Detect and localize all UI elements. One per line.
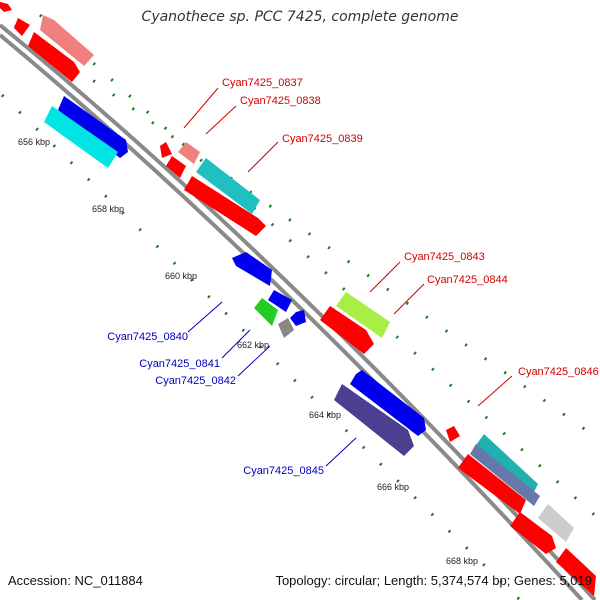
tick-label: 658 kbp (92, 204, 124, 214)
gene-label: Cyan7425_0842 (155, 375, 236, 387)
tick-labels: 656 kbp 658 kbp 660 kbp 662 kbp 664 kbp … (18, 137, 478, 566)
leader-line (205, 105, 237, 135)
gene-label: Cyan7425_0845 (243, 465, 324, 477)
gene-arrow (268, 290, 292, 312)
tick-label: 666 kbp (377, 482, 409, 492)
gene-arrow (510, 512, 556, 554)
reverse-gene-labels: Cyan7425_0840 Cyan7425_0841 Cyan7425_084… (107, 331, 324, 477)
leader-line (221, 329, 251, 359)
gene-label: Cyan7425_0838 (240, 95, 321, 107)
forward-gene-labels: Cyan7425_0837 Cyan7425_0838 Cyan7425_083… (222, 77, 599, 378)
gene-arrow (166, 156, 186, 178)
leader-line (369, 261, 401, 293)
gene-arrow (278, 318, 294, 338)
leader-line (325, 437, 357, 467)
map-title: Cyanothece sp. PCC 7425, complete genome (141, 9, 459, 25)
gene-label: Cyan7425_0839 (282, 133, 363, 145)
gene-arrow (336, 292, 390, 338)
gene-arrow (458, 454, 526, 514)
tick-label: 664 kbp (309, 410, 341, 420)
gene-arrow (320, 306, 374, 354)
gene-label: Cyan7425_0840 (107, 331, 188, 343)
genome-summary: Topology: circular; Length: 5,374,574 bp… (275, 573, 592, 588)
leader-line (247, 141, 279, 173)
gene-arrow (58, 96, 128, 158)
gene-arrow (160, 142, 172, 158)
gene-arrow (28, 32, 80, 82)
gene-arrow (254, 298, 278, 326)
gene-arrow (178, 142, 200, 164)
gene-arrow (446, 426, 460, 442)
reverse-genes (44, 96, 426, 456)
gene-arrow (350, 370, 426, 436)
gene-arrow (14, 18, 30, 36)
gene-arrow (556, 548, 596, 596)
gene-arrow (40, 15, 94, 66)
leader-line (237, 345, 271, 377)
leader-line (477, 375, 513, 407)
leader-line (187, 301, 223, 333)
guide-tracks (0, 13, 600, 600)
gene-label: Cyan7425_0841 (139, 358, 220, 370)
gene-arrow (184, 176, 266, 236)
gene-arrow (470, 444, 540, 506)
tick-label: 668 kbp (446, 556, 478, 566)
gene-arrow (44, 106, 118, 168)
gene-label: Cyan7425_0837 (222, 77, 303, 89)
gene-label: Cyan7425_0844 (427, 274, 508, 286)
leader-line (393, 283, 425, 315)
gene-arrow (538, 504, 574, 542)
tick-label: 660 kbp (165, 271, 197, 281)
tick-label: 656 kbp (18, 137, 50, 147)
gene-arrow (334, 384, 414, 456)
gene-label: Cyan7425_0843 (404, 251, 485, 263)
accession-label: Accession: NC_011884 (8, 573, 143, 588)
gene-label: Cyan7425_0846 (518, 366, 599, 378)
leader-line (183, 87, 219, 129)
tick-label: 662 kbp (237, 340, 269, 350)
gene-arrow (290, 310, 306, 326)
gene-arrow (232, 252, 272, 286)
gene-arrow (0, 2, 12, 12)
gene-arrow (196, 158, 260, 214)
label-leaders (183, 87, 513, 467)
